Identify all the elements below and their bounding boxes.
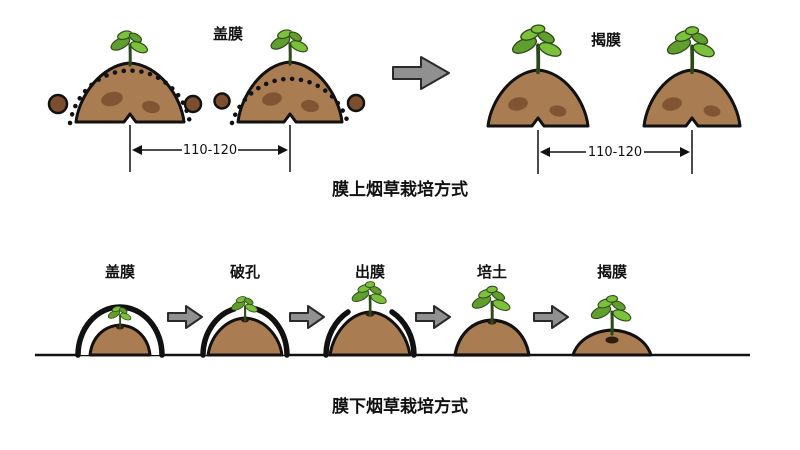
dimension-label-bg	[586, 143, 644, 160]
soil-clod	[213, 92, 231, 110]
soil-clod	[346, 93, 366, 113]
seedling-icon	[508, 22, 565, 75]
film-dotted-arc	[229, 76, 351, 126]
soil-patch	[662, 97, 682, 111]
bare-mound-2	[642, 24, 742, 128]
soil-patch	[508, 97, 528, 111]
arrow-left-icon	[540, 147, 550, 157]
arrow-right-icon	[415, 305, 451, 329]
soil-patch	[703, 105, 721, 117]
bare-mound-1	[486, 22, 590, 128]
soil-mound	[486, 68, 590, 128]
arrow-right-icon	[278, 145, 288, 155]
film-arc-left	[200, 306, 237, 358]
soil-patch	[549, 105, 567, 117]
stage-label-emerge-film: 出膜	[355, 263, 385, 281]
dimension-right: 110-120	[537, 130, 693, 174]
film-arc-left	[323, 309, 351, 358]
stage-emerge-film	[323, 279, 417, 358]
arrow-right-icon	[289, 305, 325, 329]
soil-patch	[301, 99, 319, 113]
soil-mound	[74, 61, 186, 124]
soil-mound	[453, 318, 531, 357]
mulched-mound-1	[67, 27, 193, 126]
seedling-icon	[468, 284, 513, 325]
soil-patch	[262, 92, 282, 106]
mulched-mound-2	[229, 26, 351, 126]
top-row: 盖膜 揭膜	[47, 22, 742, 200]
seedling-icon	[587, 293, 634, 336]
stage-label-hill-soil: 培土	[477, 263, 507, 281]
planting-hole	[605, 336, 619, 344]
soil-patch	[142, 100, 160, 114]
stage-label-break-hole: 破孔	[230, 263, 260, 281]
dimension-left: 110-120	[129, 125, 291, 172]
film-arc-right	[253, 306, 290, 358]
soil-mound	[642, 68, 742, 128]
bottom-row: 盖膜 破孔 出膜 培土 揭膜	[35, 263, 750, 417]
dimension-value: 110-120	[588, 145, 642, 160]
seedling-icon	[267, 26, 311, 66]
seedling-icon	[663, 24, 718, 75]
arrow-right-icon	[392, 56, 450, 90]
soil-patch	[101, 91, 123, 107]
stage-remove-film	[571, 293, 653, 357]
film-dotted-arc	[67, 68, 193, 126]
stage-label-remove-film: 揭膜	[597, 263, 627, 281]
arrow-right-icon	[533, 305, 569, 329]
arrow-right-icon	[167, 305, 203, 329]
label-cover-film: 盖膜	[213, 25, 243, 43]
stage-break-hole	[200, 294, 290, 358]
label-remove-film: 揭膜	[591, 31, 621, 49]
stage-label-cover-film: 盖膜	[105, 263, 135, 281]
arrow-left-icon	[132, 145, 142, 155]
dimension-label-bg	[182, 141, 238, 158]
soil-clod	[47, 93, 69, 115]
film-arc-right	[389, 309, 417, 358]
stage-hill-soil	[453, 284, 531, 357]
dimension-value: 110-120	[183, 143, 237, 158]
soil-clod	[183, 94, 203, 114]
arrow-right-icon	[680, 147, 690, 157]
top-section-title: 膜上烟草栽培方式	[332, 179, 468, 200]
stage-cover-film	[75, 304, 165, 358]
seedling-icon	[107, 27, 151, 67]
bottom-section-title: 膜下烟草栽培方式	[332, 396, 468, 417]
